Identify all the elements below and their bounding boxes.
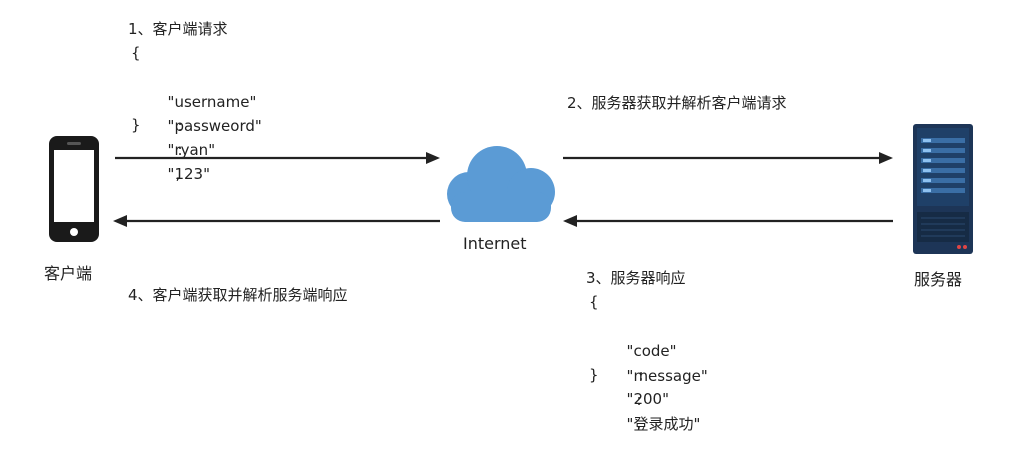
step1-value-username: "ryan" — [167, 141, 216, 159]
server-label: 服务器 — [914, 270, 963, 289]
step3-open-brace: { — [589, 293, 599, 311]
arrow-cloud-to-server — [563, 152, 893, 164]
step3-key-message: "message" — [626, 367, 708, 385]
step1-close-brace: } — [131, 116, 141, 134]
client-label: 客户端 — [44, 264, 93, 283]
step3-sep-code: : — [638, 366, 644, 384]
cloud-label: Internet — [463, 234, 527, 253]
step1-line-password: "passweord" : "123" — [158, 90, 262, 210]
step2-title: 2、服务器获取并解析客户端请求 — [567, 94, 787, 112]
step3-close-brace: } — [589, 366, 599, 384]
step1-value-password: "123" — [167, 165, 210, 183]
step3-sep-message: : — [636, 391, 642, 409]
step4-title: 4、客户端获取并解析服务端响应 — [128, 286, 348, 304]
step1-title: 1、客户端请求 — [128, 20, 228, 38]
step1-open-brace: { — [131, 44, 141, 62]
smartphone-icon — [49, 136, 99, 242]
step3-title: 3、服务器响应 — [586, 269, 686, 287]
step3-value-message: "登录成功" — [626, 415, 701, 433]
arrow-cloud-to-client — [113, 215, 440, 227]
cloud-icon — [447, 146, 555, 222]
step3-key-code: "code" — [626, 342, 677, 360]
step1-key-username: "username" — [167, 93, 257, 111]
step1-sep-username: : — [177, 117, 183, 135]
arrow-client-to-cloud — [115, 152, 440, 164]
step1-key-password: "passweord" — [167, 117, 262, 135]
step1-trail-username: , — [175, 165, 181, 183]
arrow-server-to-cloud — [563, 215, 893, 227]
step1-sep-password: : — [177, 141, 183, 159]
server-rack-icon — [913, 124, 973, 254]
step1-line-username: "username" : "ryan" , — [158, 66, 257, 186]
